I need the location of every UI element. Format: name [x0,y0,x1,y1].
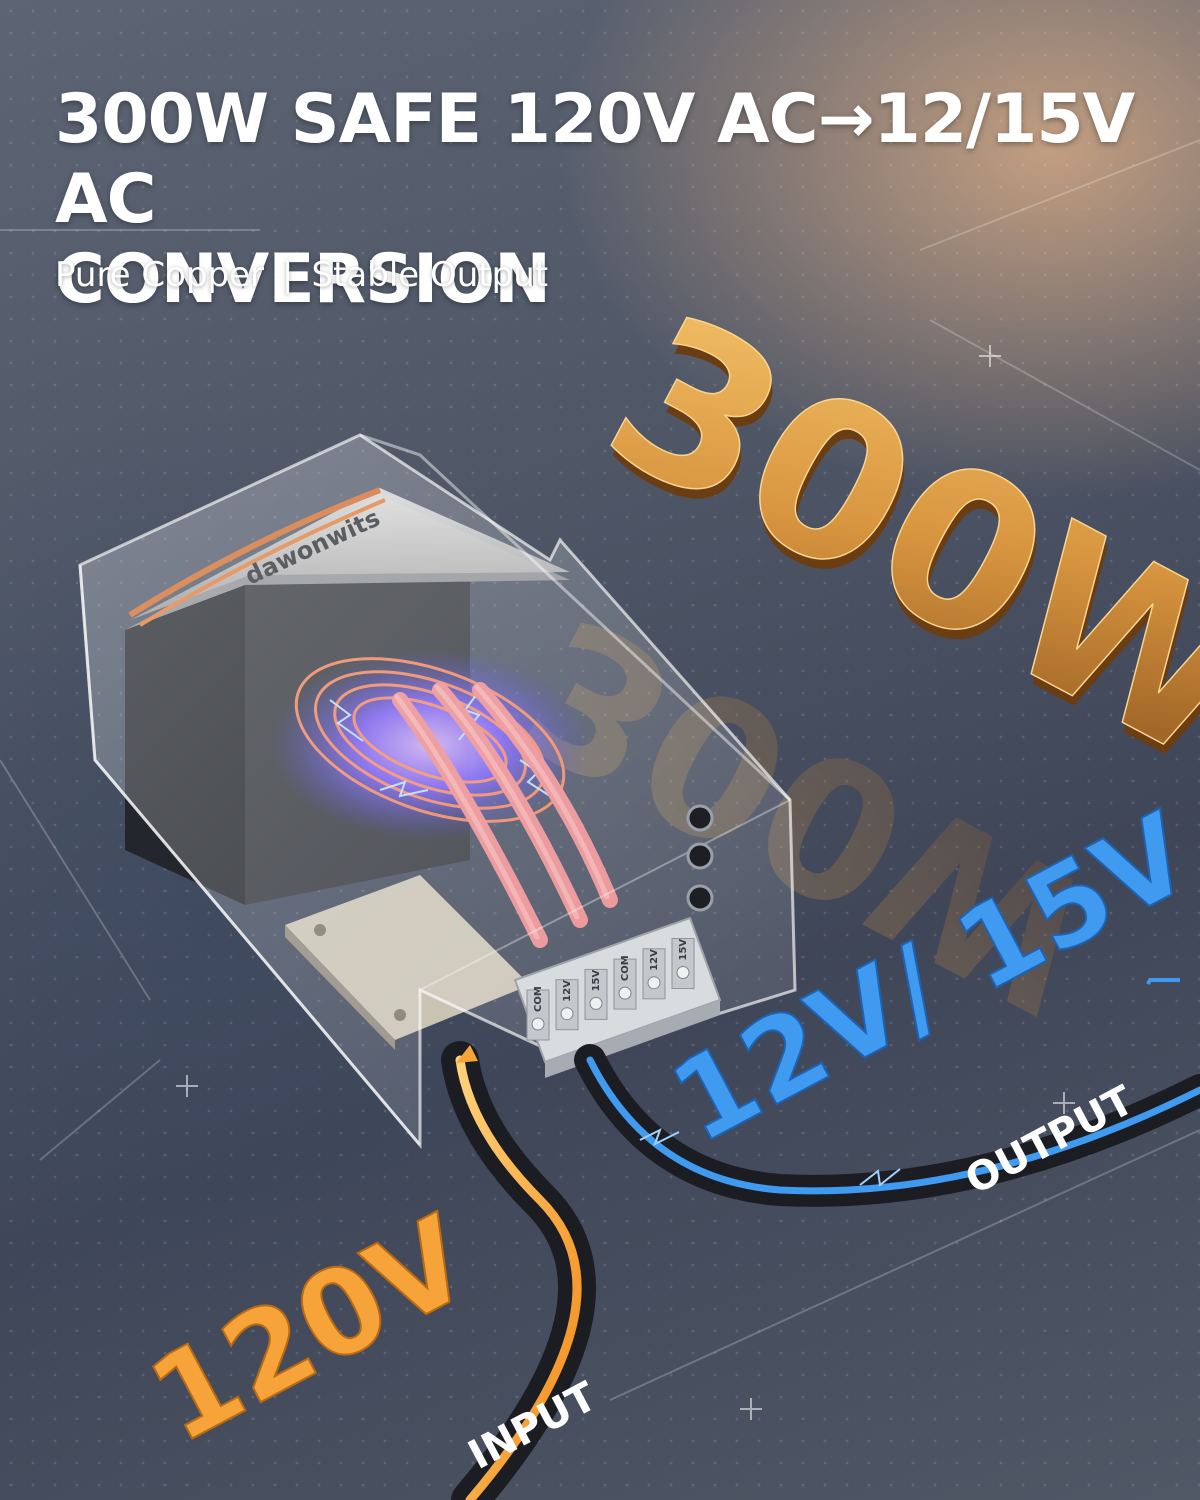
terminal-screw-icon [647,976,661,990]
terminal-label: COM [620,955,631,981]
terminal-label: COM [533,986,544,1012]
terminal-slot [671,938,695,989]
terminal-screws [686,804,714,912]
crosshair-marks [176,345,1075,1420]
terminal-slot [613,958,637,1010]
feature-pure-copper: Pure Copper [55,255,265,295]
headline-line-2: CONVERSION [55,240,551,319]
input-voltage-label: 120V INPUT [127,1188,604,1478]
terminal-label: 12V [649,949,660,971]
feature-stable-output: Stable Output [311,255,549,295]
terminal-block: COM 12V 15V COM 12V 15V [513,916,722,1078]
terminal-label: 15V [591,969,602,991]
svg-text:120V: 120V [128,1189,491,1469]
terminal-label: 12V [562,980,573,1002]
terminal-slot [584,968,608,1020]
output-cable [574,978,1200,1207]
terminal-label: 15V [678,939,689,961]
input-cable [441,1041,596,1500]
terminal-slot [555,979,579,1031]
terminal-slot [526,989,550,1041]
terminal-screw-icon [618,986,632,1000]
feature-separator: | [282,255,294,295]
terminal-screw-icon [589,996,603,1010]
headline: 300W SAFE 120V AC→12/15V AC CONVERSION [55,80,1155,320]
terminal-screw-icon [531,1017,545,1031]
terminal-slot [642,948,666,1000]
headline-line-1: 300W SAFE 120V AC→12/15V AC [55,80,1135,239]
feature-subline: Pure Copper | Stable Output [55,255,548,295]
terminal-screw-icon [676,966,690,979]
terminal-screw-icon [560,1007,574,1021]
panel-lines [0,139,1200,1401]
